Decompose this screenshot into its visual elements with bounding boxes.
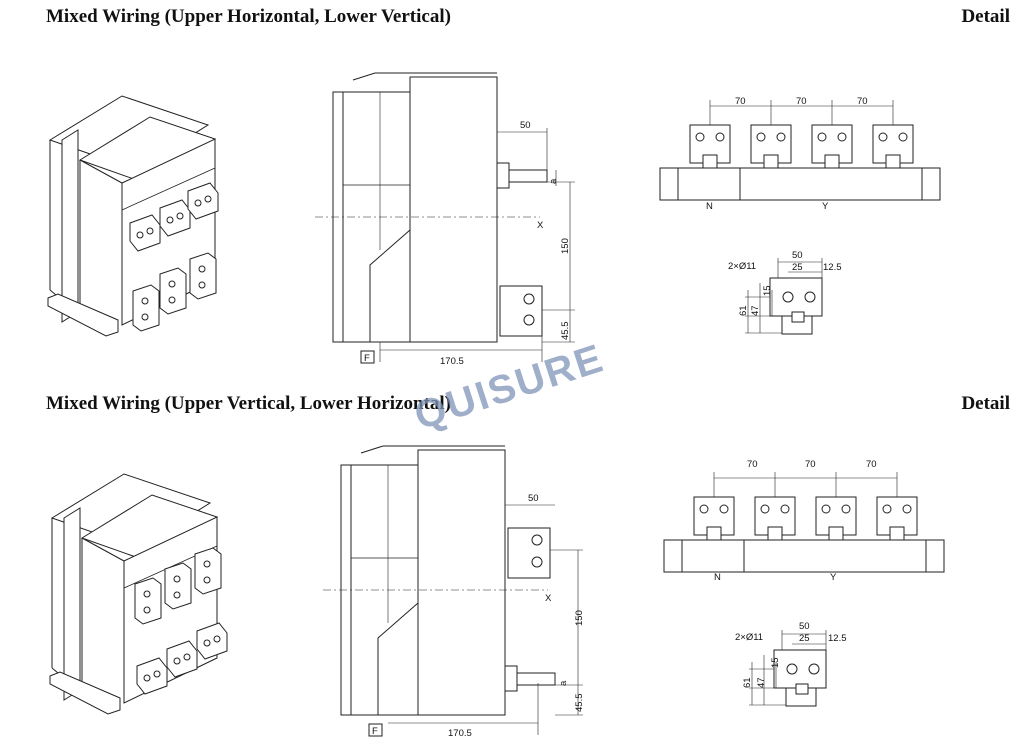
top2-label-n: N [714,572,721,583]
term1-edge-label: 12.5 [823,262,842,273]
top-view-2 [663,471,945,573]
section1-detail-label: Detail [961,6,1010,27]
section1-title: Mixed Wiring (Upper Horizontal, Lower Ve… [46,6,451,27]
top-view-1 [659,99,941,201]
section2-title: Mixed Wiring (Upper Vertical, Lower Hori… [46,393,451,414]
iso-view-2 [49,473,228,715]
side1-axis-label: X [537,220,544,231]
top1-label-y: Y [822,201,829,212]
term2-width-label: 50 [799,621,810,632]
top1-pitch-1: 70 [735,96,746,107]
term2-spacing-label: 25 [799,633,810,644]
top2-pitch-3: 70 [866,459,877,470]
side2-reference-label: F [372,726,378,737]
top1-label-n: N [706,201,713,212]
side-view-2 [322,445,583,737]
term2-edge-label: 12.5 [828,633,847,644]
top1-pitch-2: 70 [796,96,807,107]
side1-terminal-label: a [548,178,559,184]
section2-detail-label: Detail [961,393,1010,414]
top2-pitch-2: 70 [805,459,816,470]
term2-h47-label: 47 [756,677,767,688]
term1-h61-label: 61 [738,305,749,316]
term1-width-label: 50 [792,250,803,261]
side-view-1 [314,72,575,364]
term1-h47-label: 47 [750,305,761,316]
top2-pitch-1: 70 [747,459,758,470]
side1-depth-label: 50 [520,120,531,131]
side2-terminal-label: a [558,680,569,686]
side2-axis-label: X [545,593,552,604]
watermark-logo: QUISURE [409,336,609,438]
term2-holes-label: 2×Ø11 [735,632,763,643]
side2-offset-label: 45.5 [574,694,585,713]
side2-length-label: 170.5 [448,728,472,739]
side2-height-label: 150 [574,610,585,626]
term2-hole-height-label: 15 [770,657,781,668]
side1-offset-label: 45.5 [560,322,571,341]
side1-height-label: 150 [560,238,571,254]
terminal-detail-1 [744,257,823,335]
term1-holes-label: 2×Ø11 [728,261,756,272]
side2-depth-label: 50 [528,493,539,504]
term2-h61-label: 61 [742,677,753,688]
top2-label-y: Y [830,572,837,583]
iso-view-1 [47,95,219,337]
side1-reference-label: F [364,353,370,364]
side1-length-label: 170.5 [440,356,464,367]
top1-pitch-3: 70 [857,96,868,107]
term1-hole-height-label: 15 [762,285,773,296]
term1-spacing-label: 25 [792,262,803,273]
